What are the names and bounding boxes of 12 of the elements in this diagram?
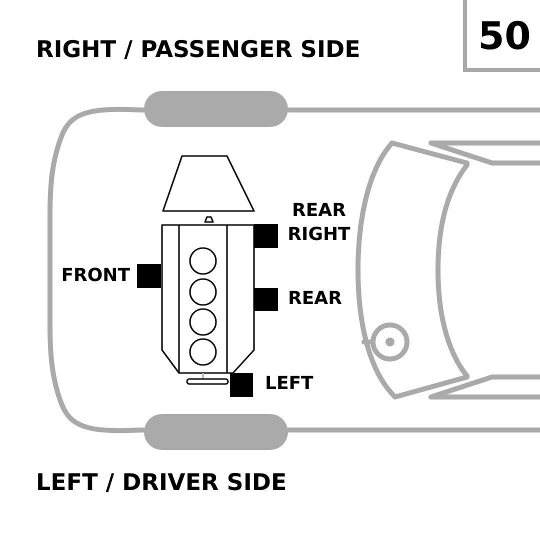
mount-label: FRONT [60,264,130,288]
mount-marker [254,224,278,248]
mount-label: REAR RIGHT [286,199,352,247]
mount-marker [137,264,161,288]
mount-label: REAR [288,287,342,311]
side-label: LEFT / DRIVER SIDE [36,469,287,497]
mount-marker [230,373,253,397]
diagram-number: 50 [478,14,531,58]
number-panel [463,0,540,72]
mount-marker [254,288,278,311]
mount-label: LEFT [265,372,314,396]
side-label: RIGHT / PASSENGER SIDE [36,36,360,64]
